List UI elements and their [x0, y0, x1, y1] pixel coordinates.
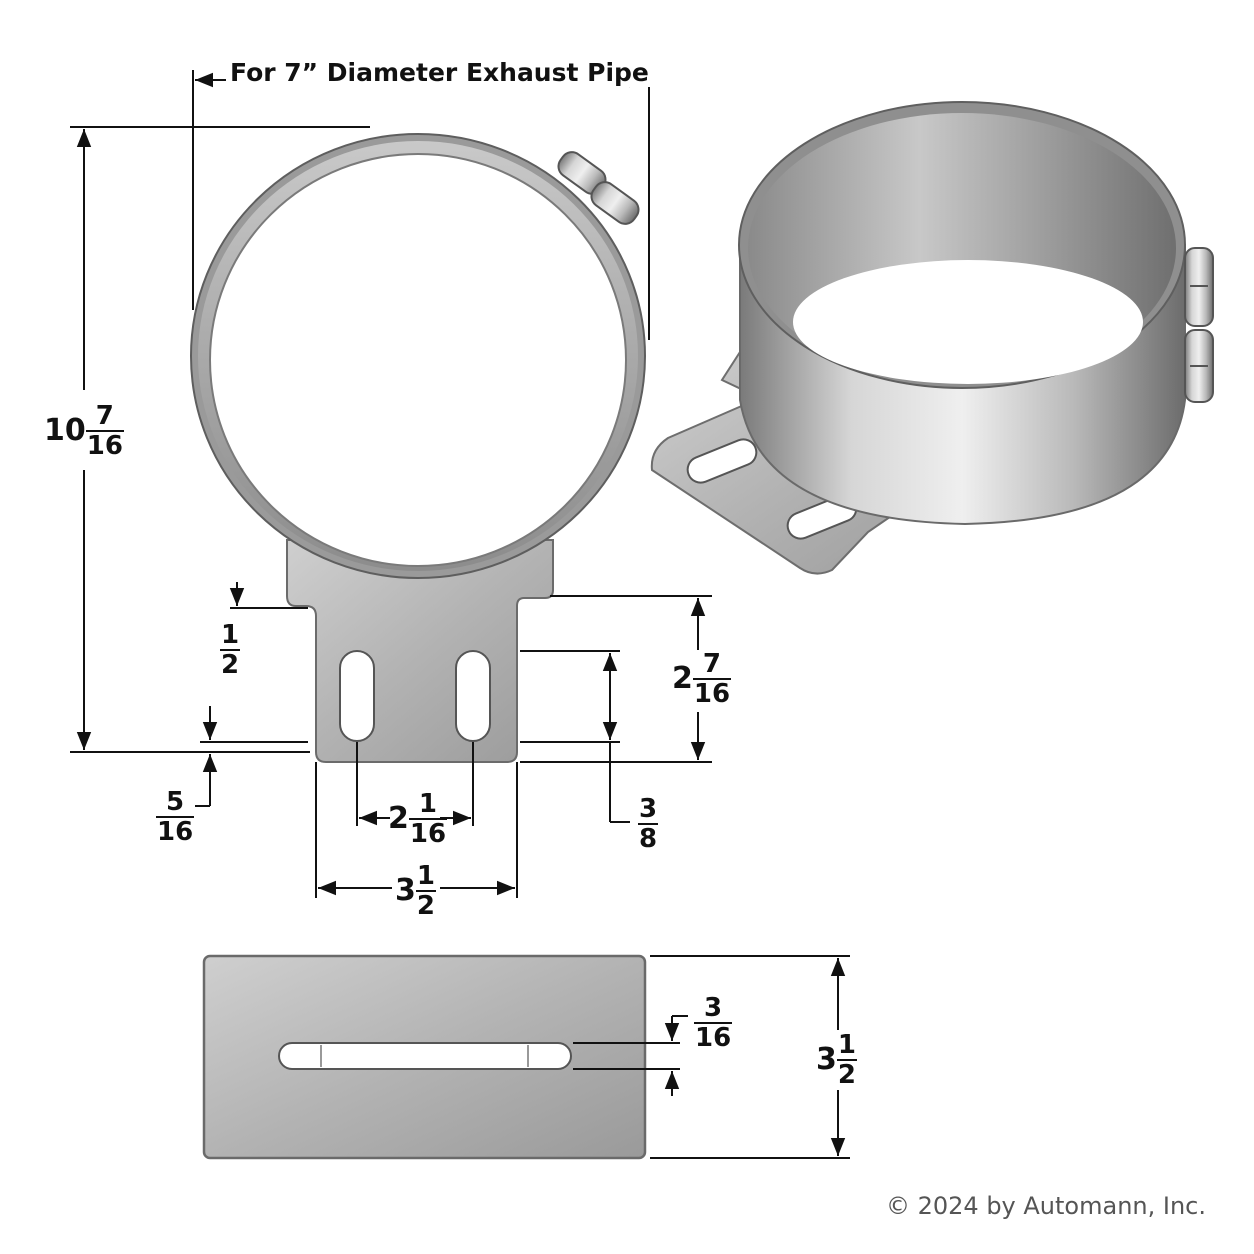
- dim-denominator: 16: [695, 1023, 732, 1053]
- front-latch: [557, 151, 640, 225]
- copyright-notice: © 2024 by Automann, Inc.: [885, 1192, 1206, 1220]
- iso-latch: [1184, 247, 1214, 403]
- diagram-title: For 7” Diameter Exhaust Pipe: [226, 58, 653, 87]
- dim-numerator: 3: [694, 994, 733, 1024]
- front-view: [190, 133, 646, 763]
- plate-slot: [278, 1042, 572, 1070]
- dimension-lines: [70, 70, 850, 1159]
- dim-numerator: 1: [836, 1030, 857, 1061]
- dim-whole: 2: [672, 661, 693, 696]
- front-slot-right: [455, 650, 491, 742]
- dim-denominator: 16: [693, 679, 731, 709]
- front-slot-left: [339, 650, 375, 742]
- dim-numerator: 7: [692, 650, 732, 680]
- dim-whole: 10: [44, 413, 86, 448]
- dim-numerator: 3: [638, 794, 659, 825]
- dim-denominator: 16: [157, 817, 194, 847]
- iso-cylinder-opening: [793, 260, 1143, 384]
- dim-denominator: 2: [221, 650, 240, 680]
- front-ring-inner: [209, 153, 627, 567]
- dim-numerator: 1: [408, 790, 448, 820]
- dim-numerator: 5: [156, 788, 195, 818]
- iso-slot-left: [686, 438, 758, 484]
- dim-numerator: 1: [220, 620, 241, 651]
- dim-denominator: 16: [409, 819, 447, 849]
- dim-whole: 3: [816, 1042, 837, 1077]
- dim-denominator: 2: [837, 1060, 856, 1090]
- dim-denominator: 8: [639, 824, 658, 854]
- dim-numerator: 7: [85, 402, 124, 432]
- dim-whole: 2: [388, 801, 409, 836]
- dim-numerator: 1: [415, 861, 436, 892]
- plate-view: [202, 954, 647, 1160]
- dim-denominator: 2: [416, 891, 435, 921]
- isometric-view: [650, 101, 1214, 575]
- dim-whole: 3: [395, 873, 416, 908]
- dim-denominator: 16: [86, 431, 123, 461]
